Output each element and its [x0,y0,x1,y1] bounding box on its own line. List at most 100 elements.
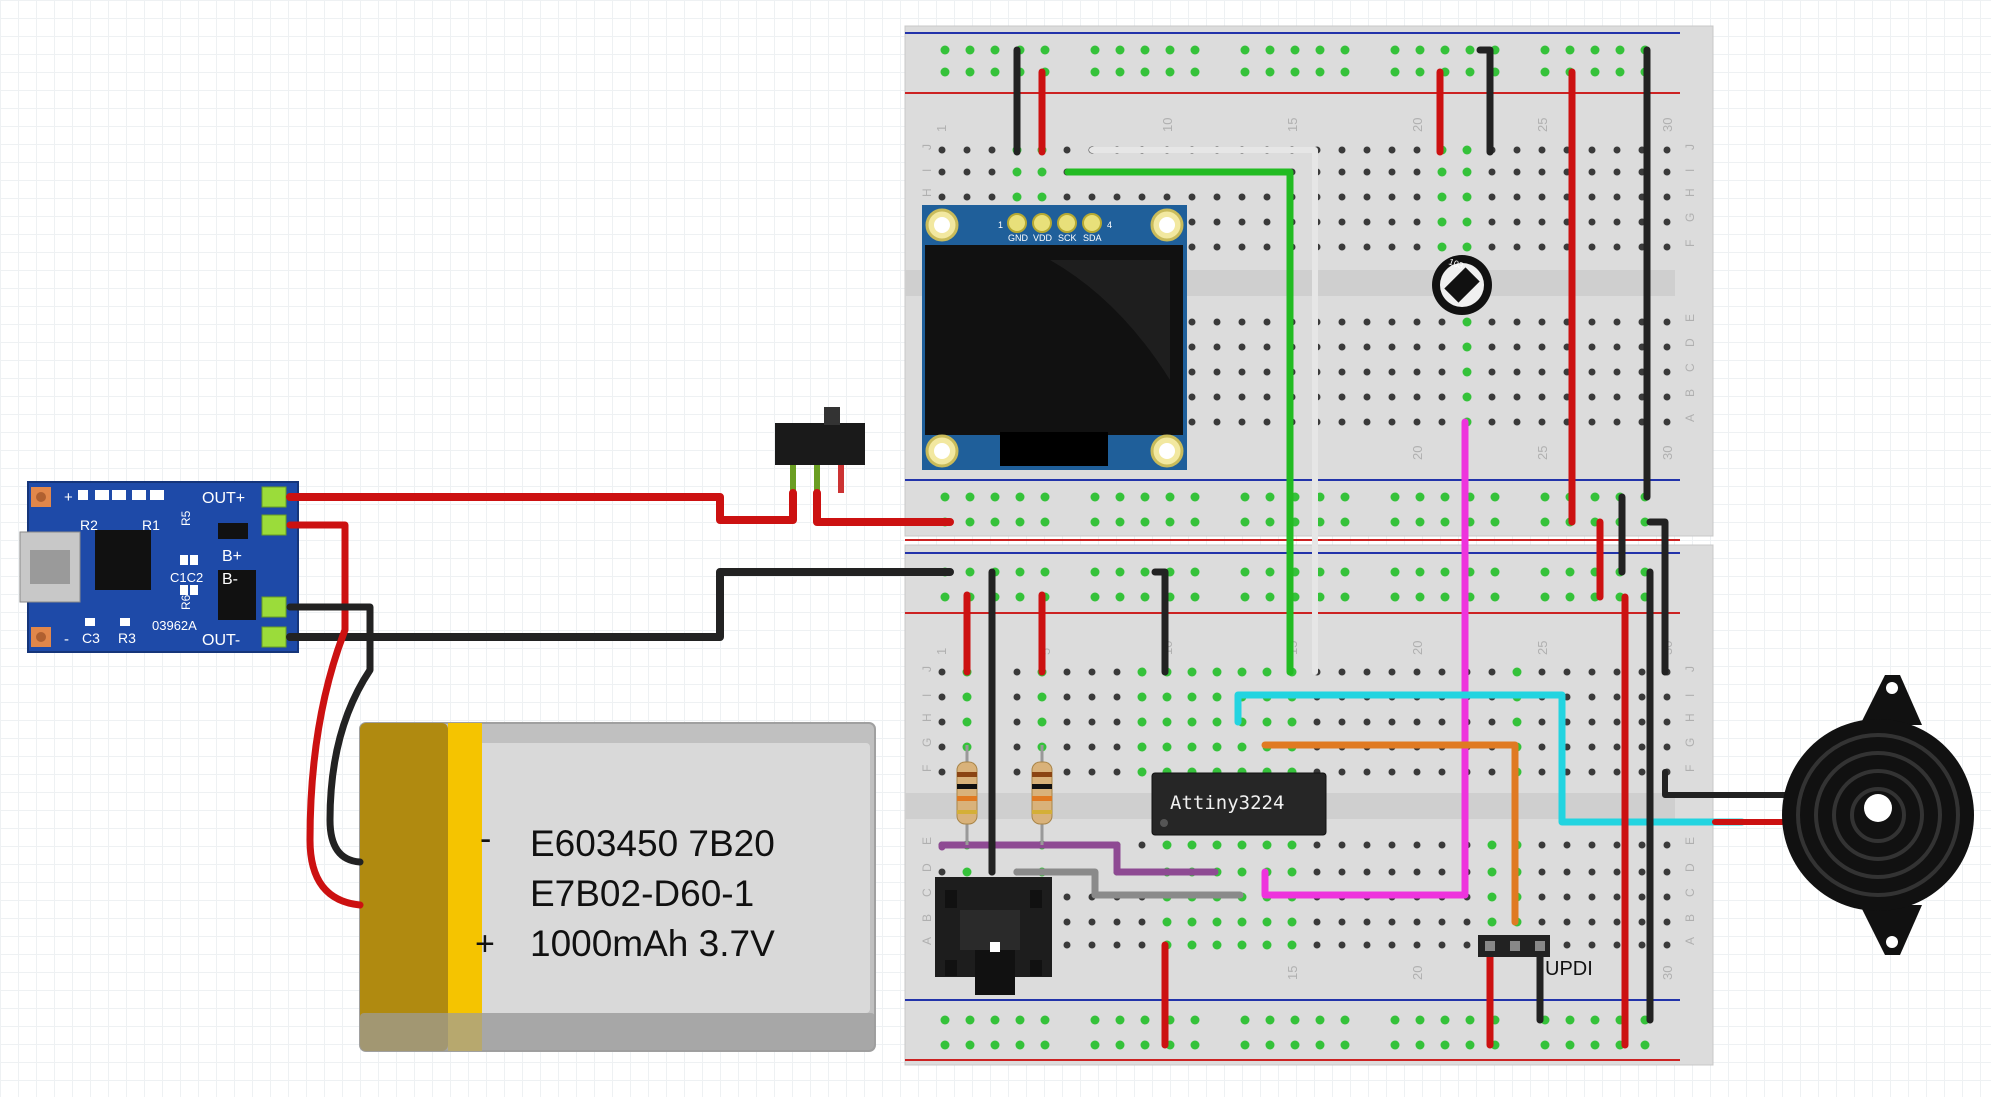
breadboard-hole[interactable] [1363,868,1371,876]
breadboard-hole[interactable] [1613,941,1621,949]
breadboard-hole[interactable] [1638,768,1646,776]
breadboard-hole[interactable] [1165,492,1175,502]
breadboard-hole[interactable] [1137,717,1147,727]
breadboard-hole[interactable] [1438,918,1446,926]
breadboard-hole[interactable] [1140,567,1150,577]
breadboard-hole[interactable] [1138,841,1146,849]
breadboard-hole[interactable] [1613,768,1621,776]
breadboard-hole[interactable] [1588,243,1596,251]
breadboard-hole[interactable] [1462,242,1472,252]
breadboard-hole[interactable] [1240,1040,1250,1050]
breadboard-hole[interactable] [1663,393,1671,401]
breadboard-hole[interactable] [1538,318,1546,326]
breadboard-hole[interactable] [1265,1040,1275,1050]
breadboard-hole[interactable] [1663,893,1671,901]
breadboard-hole[interactable] [1238,318,1246,326]
breadboard-hole[interactable] [1015,1040,1025,1050]
breadboard-hole[interactable] [1363,941,1371,949]
breadboard-hole[interactable] [1113,693,1121,701]
breadboard-hole[interactable] [1212,667,1222,677]
breadboard-hole[interactable] [1413,168,1421,176]
breadboard-hole[interactable] [1263,193,1271,201]
breadboard-hole[interactable] [1037,192,1047,202]
breadboard-hole[interactable] [1013,768,1021,776]
breadboard-hole[interactable] [1340,517,1350,527]
breadboard-hole[interactable] [1115,1015,1125,1025]
breadboard-hole[interactable] [1415,1015,1425,1025]
breadboard-hole[interactable] [1265,67,1275,77]
breadboard-hole[interactable] [1213,393,1221,401]
breadboard-hole[interactable] [1340,45,1350,55]
breadboard-hole[interactable] [1437,242,1447,252]
breadboard-hole[interactable] [988,193,996,201]
breadboard-hole[interactable] [1162,692,1172,702]
breadboard-hole[interactable] [1115,67,1125,77]
breadboard-hole[interactable] [1663,743,1671,751]
breadboard-hole[interactable] [1162,840,1172,850]
breadboard-hole[interactable] [1015,492,1025,502]
breadboard-hole[interactable] [963,193,971,201]
breadboard-hole[interactable] [1538,868,1546,876]
breadboard-hole[interactable] [1212,917,1222,927]
breadboard-hole[interactable] [1488,243,1496,251]
breadboard-hole[interactable] [1663,168,1671,176]
breadboard-hole[interactable] [1512,667,1522,677]
breadboard-hole[interactable] [1237,667,1247,677]
breadboard-hole[interactable] [1240,517,1250,527]
breadboard-hole[interactable] [1638,893,1646,901]
breadboard-hole[interactable] [1113,668,1121,676]
breadboard-hole[interactable] [1462,192,1472,202]
breadboard-hole[interactable] [1040,45,1050,55]
breadboard-hole[interactable] [1013,693,1021,701]
breadboard-hole[interactable] [1338,841,1346,849]
breadboard-hole[interactable] [1513,146,1521,154]
breadboard-hole[interactable] [1538,368,1546,376]
breadboard-hole[interactable] [1338,918,1346,926]
breadboard-hole[interactable] [1338,418,1346,426]
breadboard-hole[interactable] [1663,918,1671,926]
breadboard-hole[interactable] [1363,368,1371,376]
breadboard-hole[interactable] [1212,692,1222,702]
breadboard-hole[interactable] [1363,193,1371,201]
breadboard-hole[interactable] [1037,692,1047,702]
breadboard-hole[interactable] [1663,243,1671,251]
breadboard-hole[interactable] [1563,893,1571,901]
breadboard-hole[interactable] [1588,368,1596,376]
breadboard-hole[interactable] [940,592,950,602]
breadboard-hole[interactable] [1663,693,1671,701]
breadboard-hole[interactable] [1415,67,1425,77]
breadboard-hole[interactable] [1238,343,1246,351]
breadboard-hole[interactable] [1538,393,1546,401]
breadboard-hole[interactable] [965,45,975,55]
breadboard-hole[interactable] [1413,368,1421,376]
breadboard-hole[interactable] [1363,218,1371,226]
breadboard-hole[interactable] [1488,193,1496,201]
breadboard-hole[interactable] [1437,167,1447,177]
breadboard-hole[interactable] [1188,343,1196,351]
breadboard-hole[interactable] [1588,146,1596,154]
breadboard-hole[interactable] [1240,45,1250,55]
breadboard-hole[interactable] [1088,718,1096,726]
breadboard-hole[interactable] [1488,368,1496,376]
breadboard-hole[interactable] [1613,343,1621,351]
breadboard-hole[interactable] [1462,342,1472,352]
breadboard-hole[interactable] [1363,168,1371,176]
breadboard-hole[interactable] [1438,368,1446,376]
breadboard-hole[interactable] [1363,841,1371,849]
breadboard-hole[interactable] [1188,218,1196,226]
breadboard-hole[interactable] [1588,218,1596,226]
breadboard-hole[interactable] [1137,667,1147,677]
breadboard-hole[interactable] [1237,840,1247,850]
breadboard-hole[interactable] [1538,146,1546,154]
breadboard-hole[interactable] [1190,1040,1200,1050]
breadboard-hole[interactable] [1613,393,1621,401]
breadboard-hole[interactable] [1338,318,1346,326]
breadboard-hole[interactable] [1588,393,1596,401]
breadboard-hole[interactable] [1063,693,1071,701]
breadboard-hole[interactable] [1088,693,1096,701]
breadboard-hole[interactable] [1413,418,1421,426]
breadboard-hole[interactable] [1338,868,1346,876]
breadboard-hole[interactable] [1140,67,1150,77]
breadboard-hole[interactable] [1413,318,1421,326]
breadboard-hole[interactable] [1265,517,1275,527]
